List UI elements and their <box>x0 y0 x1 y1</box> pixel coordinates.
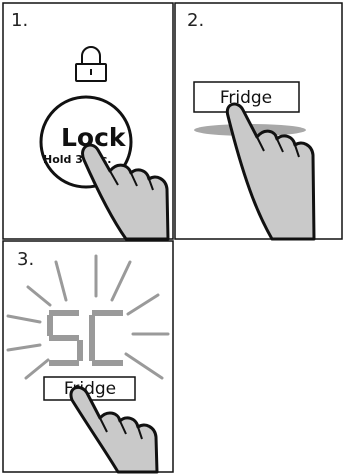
step-number-2: 2. <box>187 10 204 31</box>
display-readout <box>50 313 120 363</box>
step-number-1: 1. <box>11 10 28 31</box>
flash-rays <box>8 256 168 378</box>
fridge-button-label: Fridge <box>220 88 272 108</box>
panel-1: 1. Lock Hold 3 sec. <box>11 10 168 239</box>
panel-2: 2. Fridge <box>187 10 314 239</box>
display-readout-value: 5C <box>86 344 88 346</box>
step-number-3: 3. <box>17 249 34 270</box>
panel-3: 3. 5C Fri <box>8 249 168 472</box>
lock-icon <box>76 47 106 81</box>
hand-pointer-icon <box>227 104 314 239</box>
